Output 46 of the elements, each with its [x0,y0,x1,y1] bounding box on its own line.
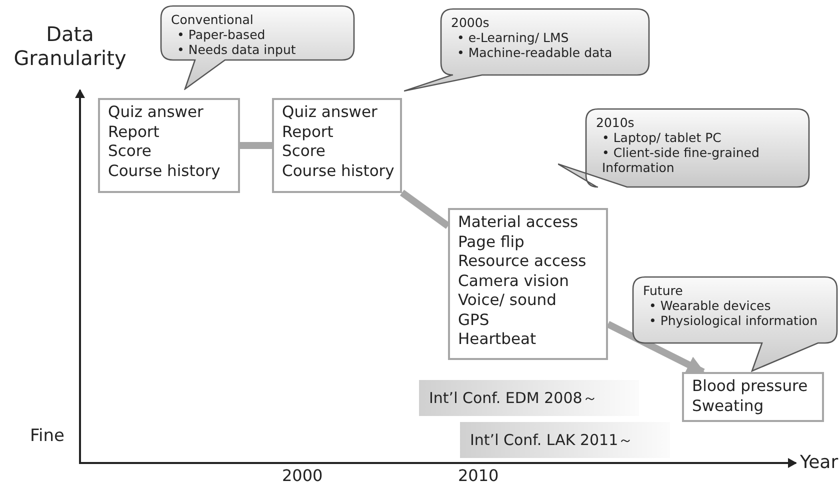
connector-line [240,142,272,149]
data-item: Blood pressure [692,377,809,396]
speech-bubble [558,108,810,188]
bullet-item: • e-Learning/ LMS [456,30,570,45]
data-item: Page flip [458,232,526,252]
data-item: Report [108,122,160,142]
bullet-item: • Laptop/ tablet PC [601,130,722,145]
data-box [98,98,240,193]
data-item: Material access [458,213,580,232]
speech-bubble [632,276,838,372]
data-item: Sweating [692,396,765,416]
bullet-item: • Client-side fine-grained Information [601,145,760,175]
axis-title: Data Granularity [12,22,128,70]
data-item: Heartbeat [458,330,538,350]
data-item: Quiz answer [282,103,378,122]
tick-label: 2010 [458,466,499,485]
bullet-item: • Needs data input [176,42,297,57]
callout-heading: Future [643,283,684,298]
bullet-item: • Wearable devices [648,298,772,313]
data-item: GPS [458,310,490,330]
bullet-item: • Physiological information [648,313,818,328]
conference-band: Int’l Conf. EDM 2008～ [419,380,639,416]
speech-bubble [160,5,355,90]
bullet-item: • Paper-based [176,27,266,42]
conference-band: Int’l Conf. LAK 2011～ [460,422,670,458]
data-box [448,208,608,360]
data-item: Score [282,142,326,162]
data-box [682,372,824,422]
axis-label: Fine [30,426,64,446]
connector-line [400,190,450,229]
data-item: Score [108,142,152,162]
data-item: Camera vision [458,272,570,291]
bullet-item: • Machine-readable data [456,45,614,60]
data-item: Course history [108,162,222,181]
callout-heading: 2010s [596,115,636,130]
data-item: Quiz answer [108,103,204,122]
callout-heading: 2000s [451,15,490,30]
data-item: Course history [282,162,392,181]
data-item: Voice/ sound [458,291,558,310]
callout-heading: Conventional [171,12,254,27]
tick-label: 2000 [282,466,323,485]
data-item: Resource access [458,252,588,272]
data-box [272,98,402,193]
data-item: Report [282,122,334,142]
speech-bubble [404,8,650,92]
axis-title: Year [800,452,838,473]
